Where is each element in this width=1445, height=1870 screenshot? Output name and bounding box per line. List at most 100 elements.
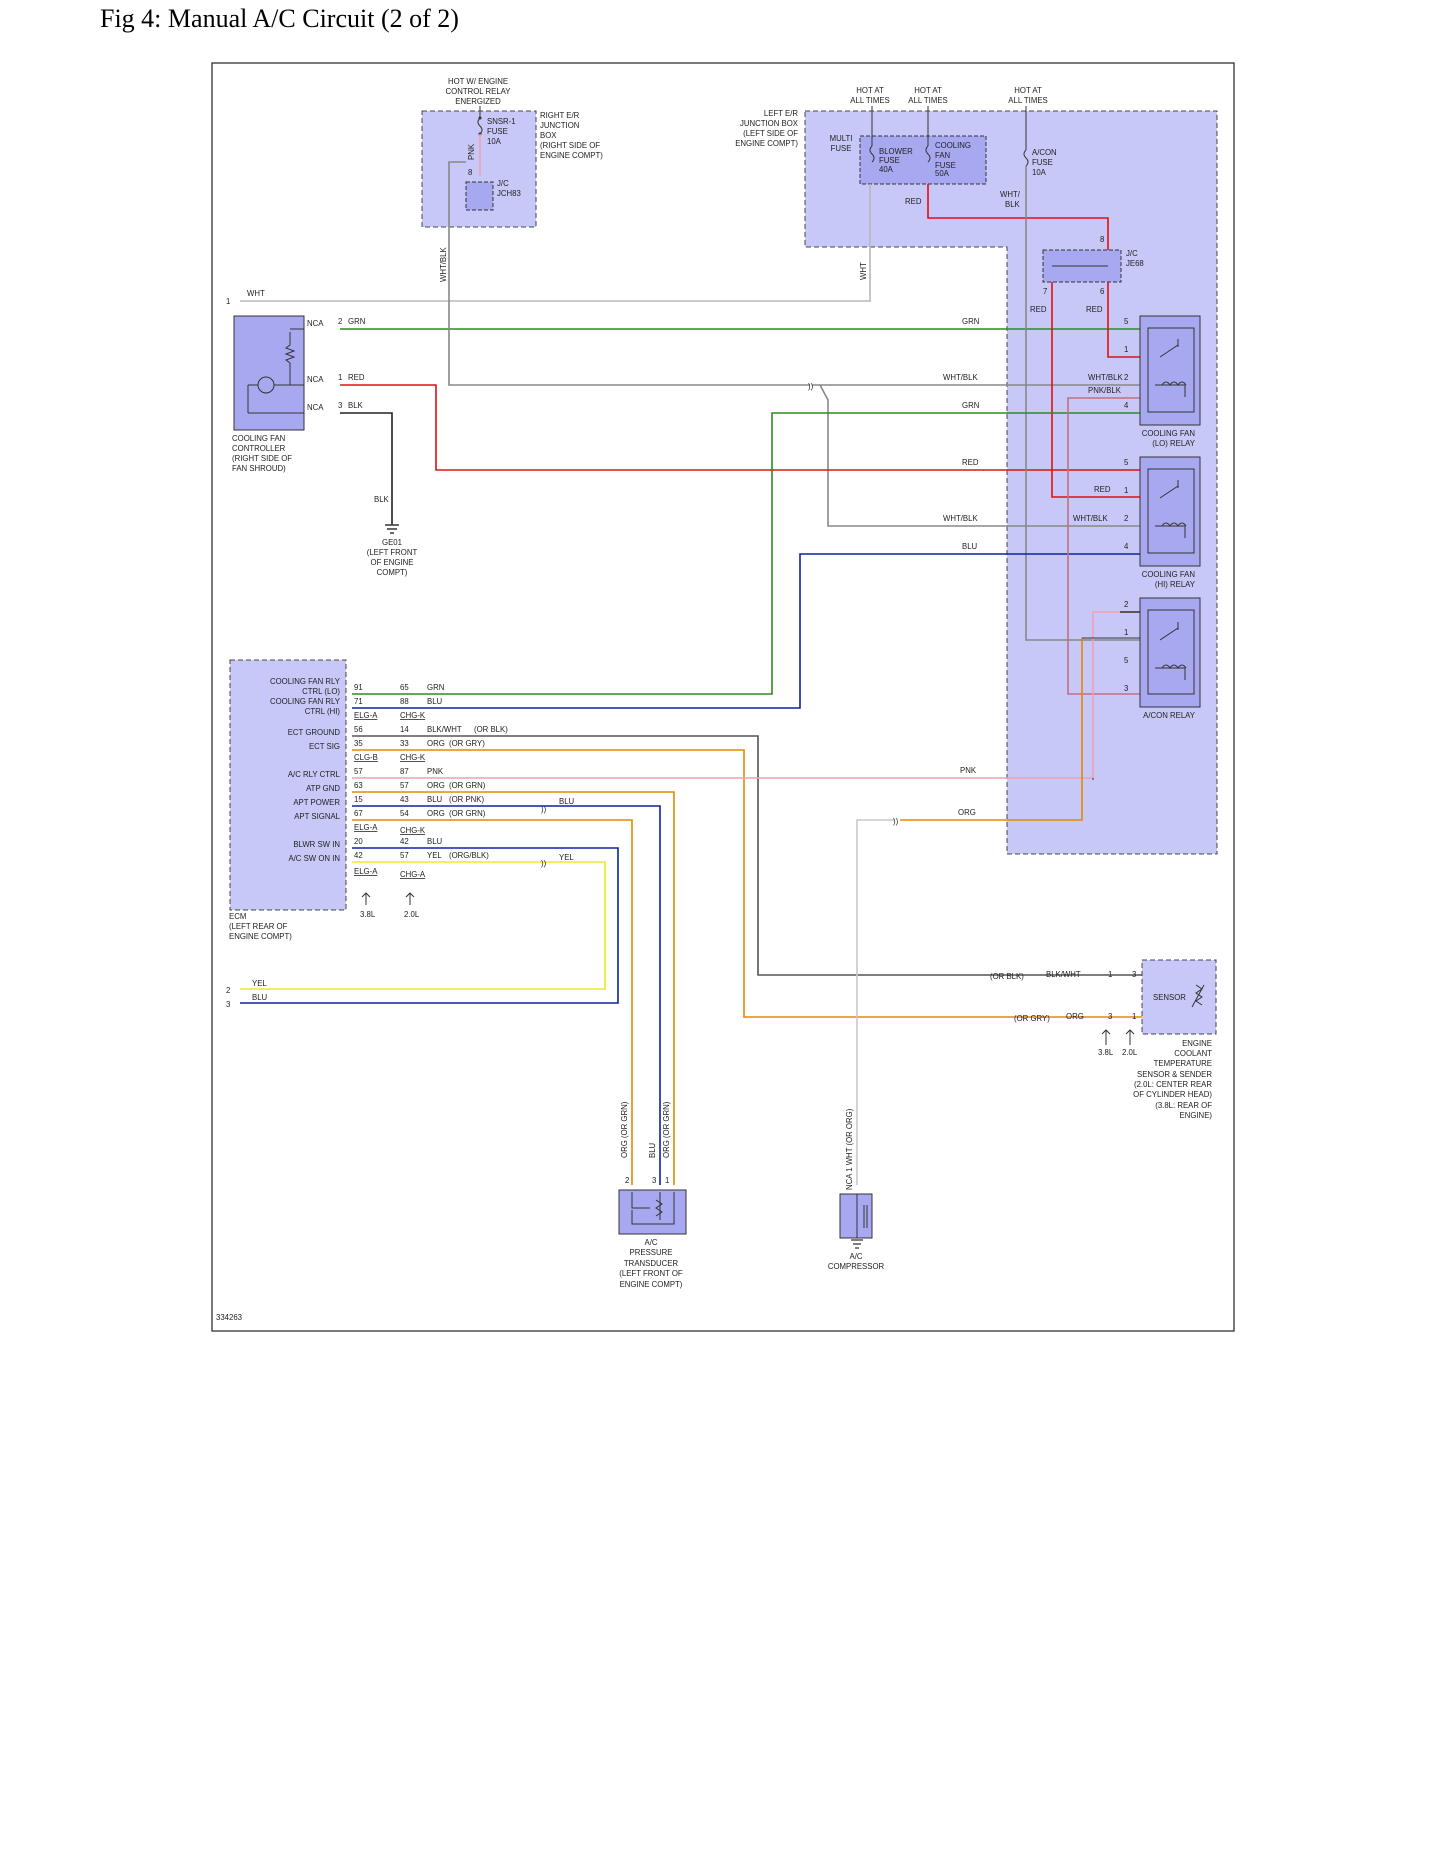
pin-number: 4 bbox=[1124, 401, 1129, 410]
connector-label: CHG-A bbox=[400, 870, 426, 879]
box-name-line: LEFT E/R bbox=[764, 109, 798, 118]
ground-label: COMPT) bbox=[377, 568, 408, 577]
jc-label: JE68 bbox=[1126, 259, 1144, 268]
pin-number: 8 bbox=[468, 168, 472, 177]
wire-wht-blk bbox=[819, 384, 1140, 527]
wire-label: BLU bbox=[252, 993, 268, 1002]
nca-label: NCA bbox=[307, 319, 324, 328]
wire-alt-label: (OR BLK) bbox=[474, 725, 508, 734]
component-name: SENSOR & SENDER bbox=[1137, 1070, 1212, 1079]
pin-number: 1 bbox=[1124, 345, 1128, 354]
hot-label: HOT AT bbox=[914, 86, 942, 95]
variant-label: 3.8L bbox=[360, 910, 376, 919]
wire-label: WHT bbox=[247, 289, 265, 298]
blower-fuse-label: BLOWER bbox=[879, 147, 913, 156]
pin-number: 5 bbox=[1124, 317, 1129, 326]
left-er-junction-box: LEFT E/R JUNCTION BOX (LEFT SIDE OF ENGI… bbox=[735, 86, 1218, 855]
component-name: OF CYLINDER HEAD) bbox=[1133, 1090, 1212, 1099]
component-name: ENGINE) bbox=[1180, 1111, 1213, 1120]
wire-color-label: WHT bbox=[859, 262, 868, 280]
pin-number: 57 bbox=[354, 767, 363, 776]
pin-number: 57 bbox=[400, 851, 409, 860]
wire-label: BLU bbox=[427, 837, 443, 846]
wire-labels: GRN WHT/BLK GRN RED WHT/BLK BLU PNK ORG bbox=[943, 317, 979, 817]
connector-label: CHG-K bbox=[400, 711, 426, 720]
wire-label: BLK bbox=[374, 495, 390, 504]
figure-id: 334263 bbox=[216, 1313, 242, 1322]
wire-wht-blk bbox=[448, 161, 810, 386]
left-bottom-connector: 2 YEL 3 BLU bbox=[226, 979, 268, 1009]
pin-number: 63 bbox=[354, 781, 363, 790]
wire-label: ORG bbox=[427, 809, 445, 818]
wire-alt-label: (OR PNK) bbox=[449, 795, 484, 804]
wire-alt-label: (OR GRY) bbox=[449, 739, 485, 748]
nca-label: NCA bbox=[307, 375, 324, 384]
wire-org bbox=[352, 791, 675, 1185]
wire-color-label: RED bbox=[1030, 305, 1047, 314]
cooling-fan-lo-relay: WHT/BLK PNK/BLK 5 1 2 4 COOLING FAN (LO)… bbox=[1088, 315, 1201, 448]
wire-alt-label: (OR GRN) bbox=[449, 781, 486, 790]
pin-number: 2 bbox=[1124, 373, 1128, 382]
wire-label: ORG bbox=[958, 808, 976, 817]
wire-label: BLU bbox=[559, 797, 575, 806]
wire-wht-blk bbox=[1025, 166, 1140, 641]
wire-label: GRN bbox=[348, 317, 365, 326]
cooling-fuse-label: 50A bbox=[935, 169, 950, 178]
ac-compressor: NCA 1 WHT (OR ORG) A/C COMPRESSOR bbox=[828, 1108, 885, 1271]
acon-fuse-label: 10A bbox=[1032, 168, 1047, 177]
wire-label: RED bbox=[1094, 485, 1111, 494]
ecm-pin-label: COOLING FAN RLY bbox=[270, 697, 341, 706]
component-name: COOLING FAN bbox=[232, 434, 285, 443]
wire-label: PNK bbox=[427, 767, 444, 776]
cooling-fuse-label: FAN bbox=[935, 151, 950, 160]
wire-label: GRN bbox=[427, 683, 444, 692]
wire-label: ORG (OR GRN) bbox=[620, 1101, 629, 1158]
connector-glyph: )) bbox=[893, 817, 899, 826]
hot-label: ALL TIMES bbox=[908, 96, 947, 105]
pin-number: 2 bbox=[1124, 600, 1128, 609]
pin-number: 1 bbox=[1124, 486, 1128, 495]
ecm-pin-label: ECT GROUND bbox=[288, 728, 341, 737]
component-name: TEMPERATURE bbox=[1154, 1059, 1212, 1068]
pin-number: 35 bbox=[354, 739, 363, 748]
relay-name: COOLING FAN bbox=[1142, 570, 1195, 579]
wire-wht bbox=[240, 184, 871, 302]
component-name: (2.0L: CENTER REAR bbox=[1134, 1080, 1212, 1089]
wire-blu bbox=[352, 553, 1140, 709]
pin-number: 57 bbox=[400, 781, 409, 790]
wire-label: RED bbox=[962, 458, 979, 467]
page-title: Fig 4: Manual A/C Circuit (2 of 2) bbox=[100, 4, 459, 33]
pin-number: 1 bbox=[1108, 970, 1112, 979]
hot-label-line: CONTROL RELAY bbox=[446, 87, 512, 96]
hot-label-line: HOT W/ ENGINE bbox=[448, 77, 508, 86]
wire-label: YEL bbox=[559, 853, 574, 862]
ecm-pin-label: A/C SW ON IN bbox=[288, 854, 340, 863]
relay-name: COOLING FAN bbox=[1142, 429, 1195, 438]
pin-number: 87 bbox=[400, 767, 409, 776]
component-name: (LEFT FRONT OF bbox=[619, 1269, 683, 1278]
right-er-junction-box: HOT W/ ENGINE CONTROL RELAY ENERGIZED SN… bbox=[421, 77, 603, 282]
box-name-line: BOX bbox=[540, 131, 557, 140]
acon-relay: 2 1 5 3 A/CON RELAY bbox=[1120, 597, 1201, 720]
blower-fuse-label: FUSE bbox=[879, 156, 900, 165]
wire-label: BLU bbox=[427, 795, 443, 804]
hot-label: HOT AT bbox=[856, 86, 884, 95]
pin-number: 1 bbox=[1124, 628, 1128, 637]
pin-number: 1 bbox=[338, 373, 342, 382]
wire-label: PNK bbox=[960, 766, 977, 775]
box-name-line: RIGHT E/R bbox=[540, 111, 580, 120]
box-name-line: JUNCTION BOX bbox=[740, 119, 799, 128]
fuse-label: FUSE bbox=[487, 127, 508, 136]
ground-symbol bbox=[385, 524, 399, 534]
component-name: (RIGHT SIDE OF bbox=[232, 454, 292, 463]
wire-label: (OR BLK) bbox=[990, 972, 1024, 981]
component-name: ENGINE COMPT) bbox=[229, 932, 292, 941]
ground-label: (LEFT FRONT bbox=[367, 548, 418, 557]
pin-number: 91 bbox=[354, 683, 363, 692]
wire-label: YEL bbox=[427, 851, 442, 860]
ecm-pin-label: CTRL (LO) bbox=[302, 687, 340, 696]
ecm-pin-label: APT POWER bbox=[293, 798, 340, 807]
wire-pnk-blk bbox=[1067, 397, 1140, 695]
wire-label: WHT/BLK bbox=[1088, 373, 1123, 382]
